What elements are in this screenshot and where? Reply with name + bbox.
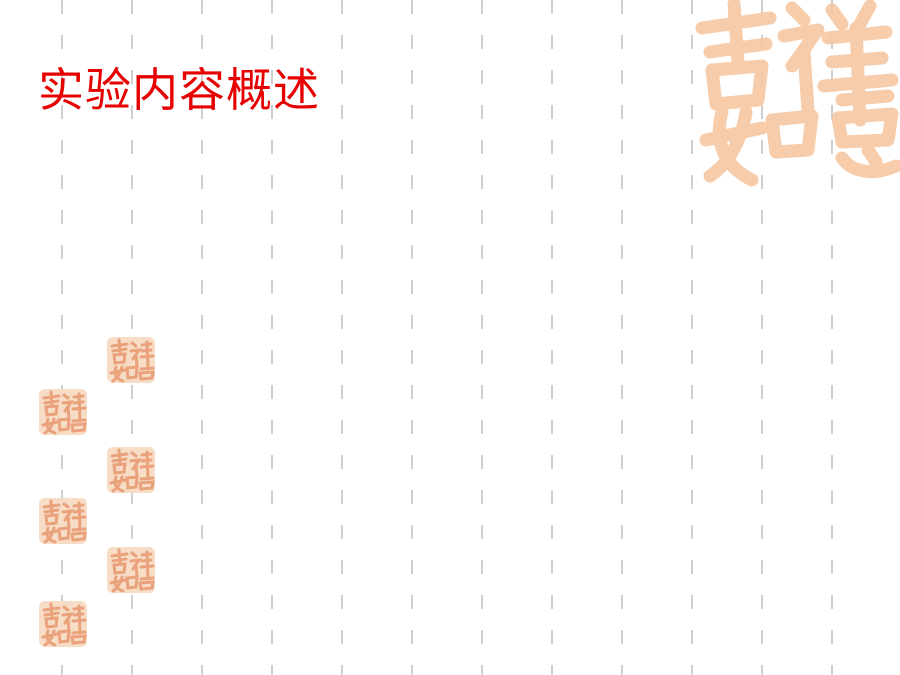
auspicious-seal-icon — [39, 601, 87, 647]
auspicious-seal-icon — [107, 337, 155, 383]
auspicious-seal-icon — [39, 498, 87, 544]
auspicious-seal-icon — [107, 547, 155, 593]
auspicious-seal-icon — [695, 0, 900, 187]
auspicious-seal-icon — [39, 389, 87, 435]
auspicious-seal-icon — [107, 447, 155, 493]
slide-title: 实验内容概述 — [38, 63, 320, 117]
